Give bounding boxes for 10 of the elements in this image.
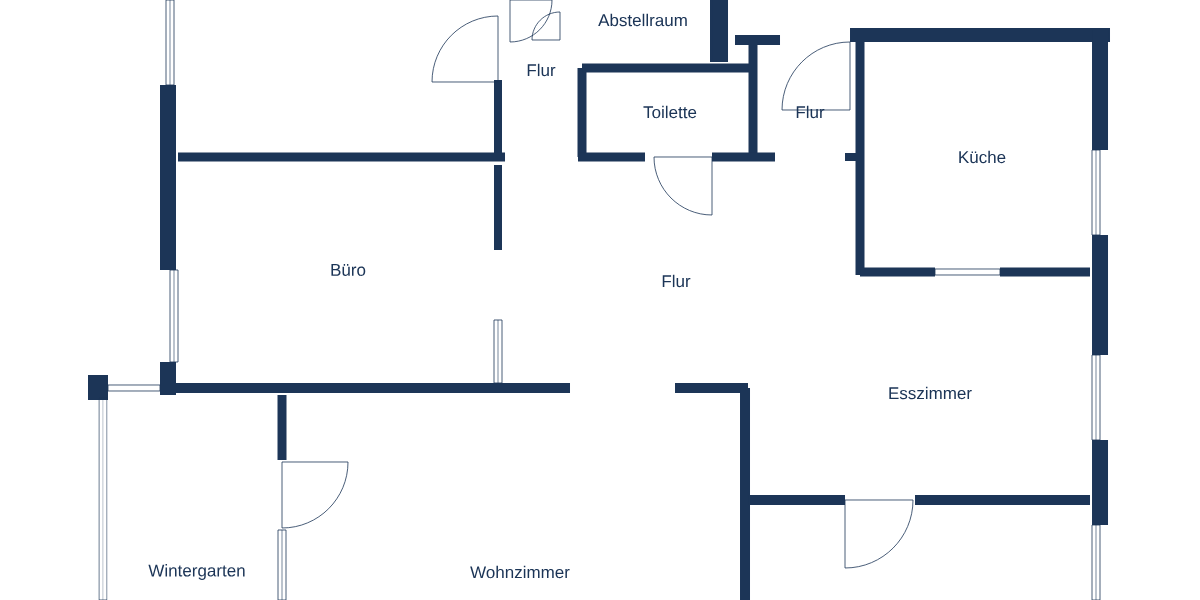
room-label: Büro [331, 264, 366, 276]
room-label: Esszimmer [889, 386, 972, 400]
room-label: Küche [959, 150, 1006, 164]
room-label: Wintergarten [148, 564, 245, 580]
room-label: Wohnzimmer [470, 565, 570, 579]
room-label: Flur [796, 105, 825, 119]
room-label: Abstellraum [598, 13, 687, 27]
room-label: Flur [527, 63, 556, 77]
room-label: Toilette [643, 105, 697, 119]
room-label: Flur [662, 274, 691, 288]
